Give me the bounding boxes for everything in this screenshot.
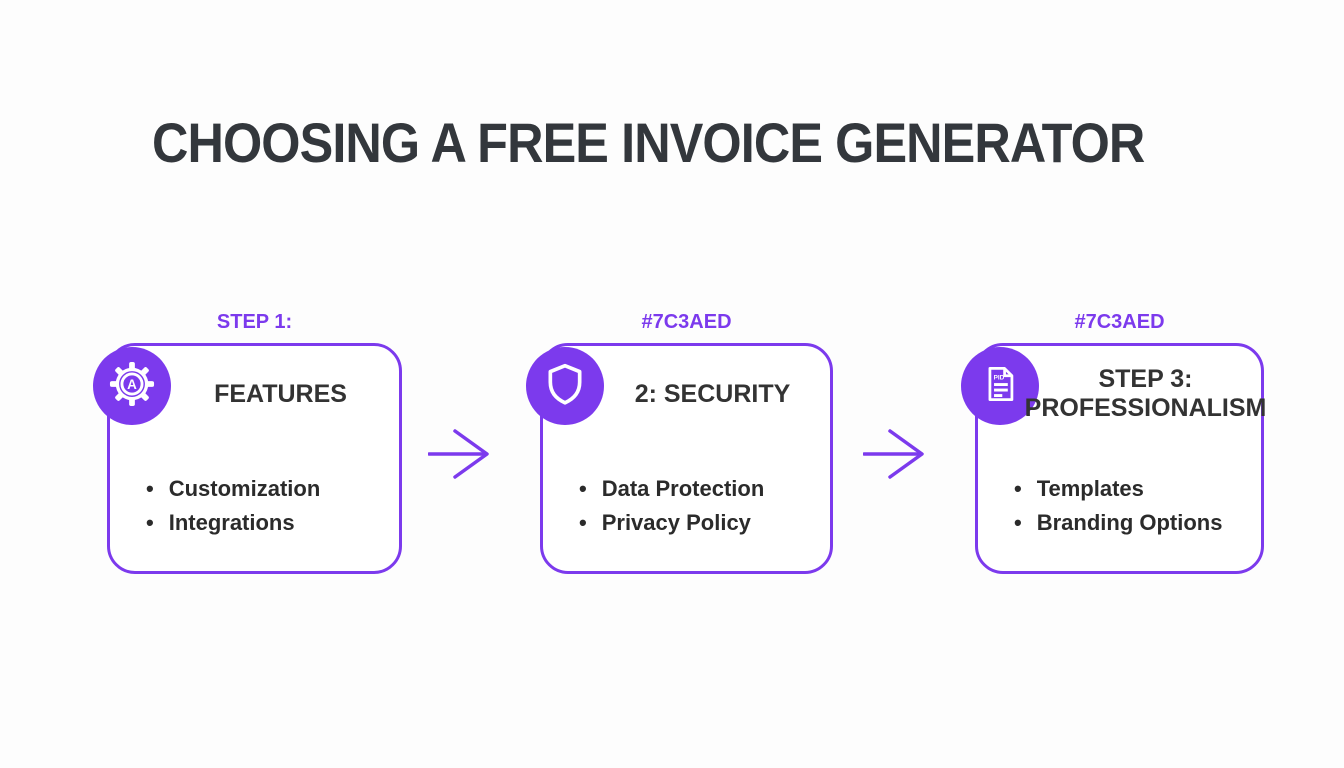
list-item: • Privacy Policy bbox=[579, 506, 764, 540]
bullet-text: Privacy Policy bbox=[601, 510, 751, 535]
shield-icon bbox=[543, 362, 587, 411]
step2-bullet-list: • Data Protection • Privacy Policy bbox=[579, 472, 764, 540]
bullet-dot: • bbox=[1014, 510, 1022, 535]
step3-label: #7C3AED bbox=[1074, 311, 1165, 333]
bullet-text: Customization bbox=[168, 476, 321, 501]
step3-heading: STEP 3: PROFESSIONALISM bbox=[1024, 365, 1267, 422]
flow-arrow-icon bbox=[862, 429, 927, 484]
step3-card: PID STEP 3: PROFESSIONALISM • Templates •… bbox=[961, 343, 1267, 574]
bullet-dot: • bbox=[146, 476, 154, 501]
step2-card: 2: SECURITY • Data Protection • Privacy Po… bbox=[526, 343, 833, 574]
bullet-text: Integrations bbox=[168, 510, 295, 535]
step2-badge bbox=[526, 347, 604, 425]
step3-badge: PID bbox=[961, 347, 1039, 425]
list-item: • Customization bbox=[146, 472, 320, 506]
step1-card: A FEATURES • Customization • Integrations bbox=[93, 343, 402, 574]
svg-text:A: A bbox=[127, 376, 137, 391]
step1-bullet-list: • Customization • Integrations bbox=[146, 472, 320, 540]
svg-text:PID: PID bbox=[994, 374, 1005, 381]
step1-label: STEP 1: bbox=[216, 311, 293, 333]
page-title: CHOOSING A FREE INVOICE GENERATOR bbox=[152, 111, 1145, 174]
bullet-dot: • bbox=[1014, 476, 1022, 501]
bullet-text: Templates bbox=[1036, 476, 1144, 501]
list-item: • Data Protection bbox=[579, 472, 764, 506]
flow-arrow-icon bbox=[427, 429, 492, 484]
bullet-dot: • bbox=[146, 510, 154, 535]
bullet-dot: • bbox=[579, 510, 587, 535]
bullet-text: Data Protection bbox=[601, 476, 765, 501]
step2-heading: 2: SECURITY bbox=[634, 379, 791, 408]
bullet-text: Branding Options bbox=[1036, 510, 1223, 535]
list-item: • Integrations bbox=[146, 506, 320, 540]
document-icon: PID bbox=[978, 362, 1022, 411]
step2-label: #7C3AED bbox=[641, 311, 732, 333]
gear-a-icon: A bbox=[109, 361, 155, 412]
step1-heading: FEATURES bbox=[214, 379, 347, 408]
bullet-dot: • bbox=[579, 476, 587, 501]
list-item: • Branding Options bbox=[1014, 506, 1222, 540]
step3-bullet-list: • Templates • Branding Options bbox=[1014, 472, 1222, 540]
step1-badge: A bbox=[93, 347, 171, 425]
list-item: • Templates bbox=[1014, 472, 1222, 506]
